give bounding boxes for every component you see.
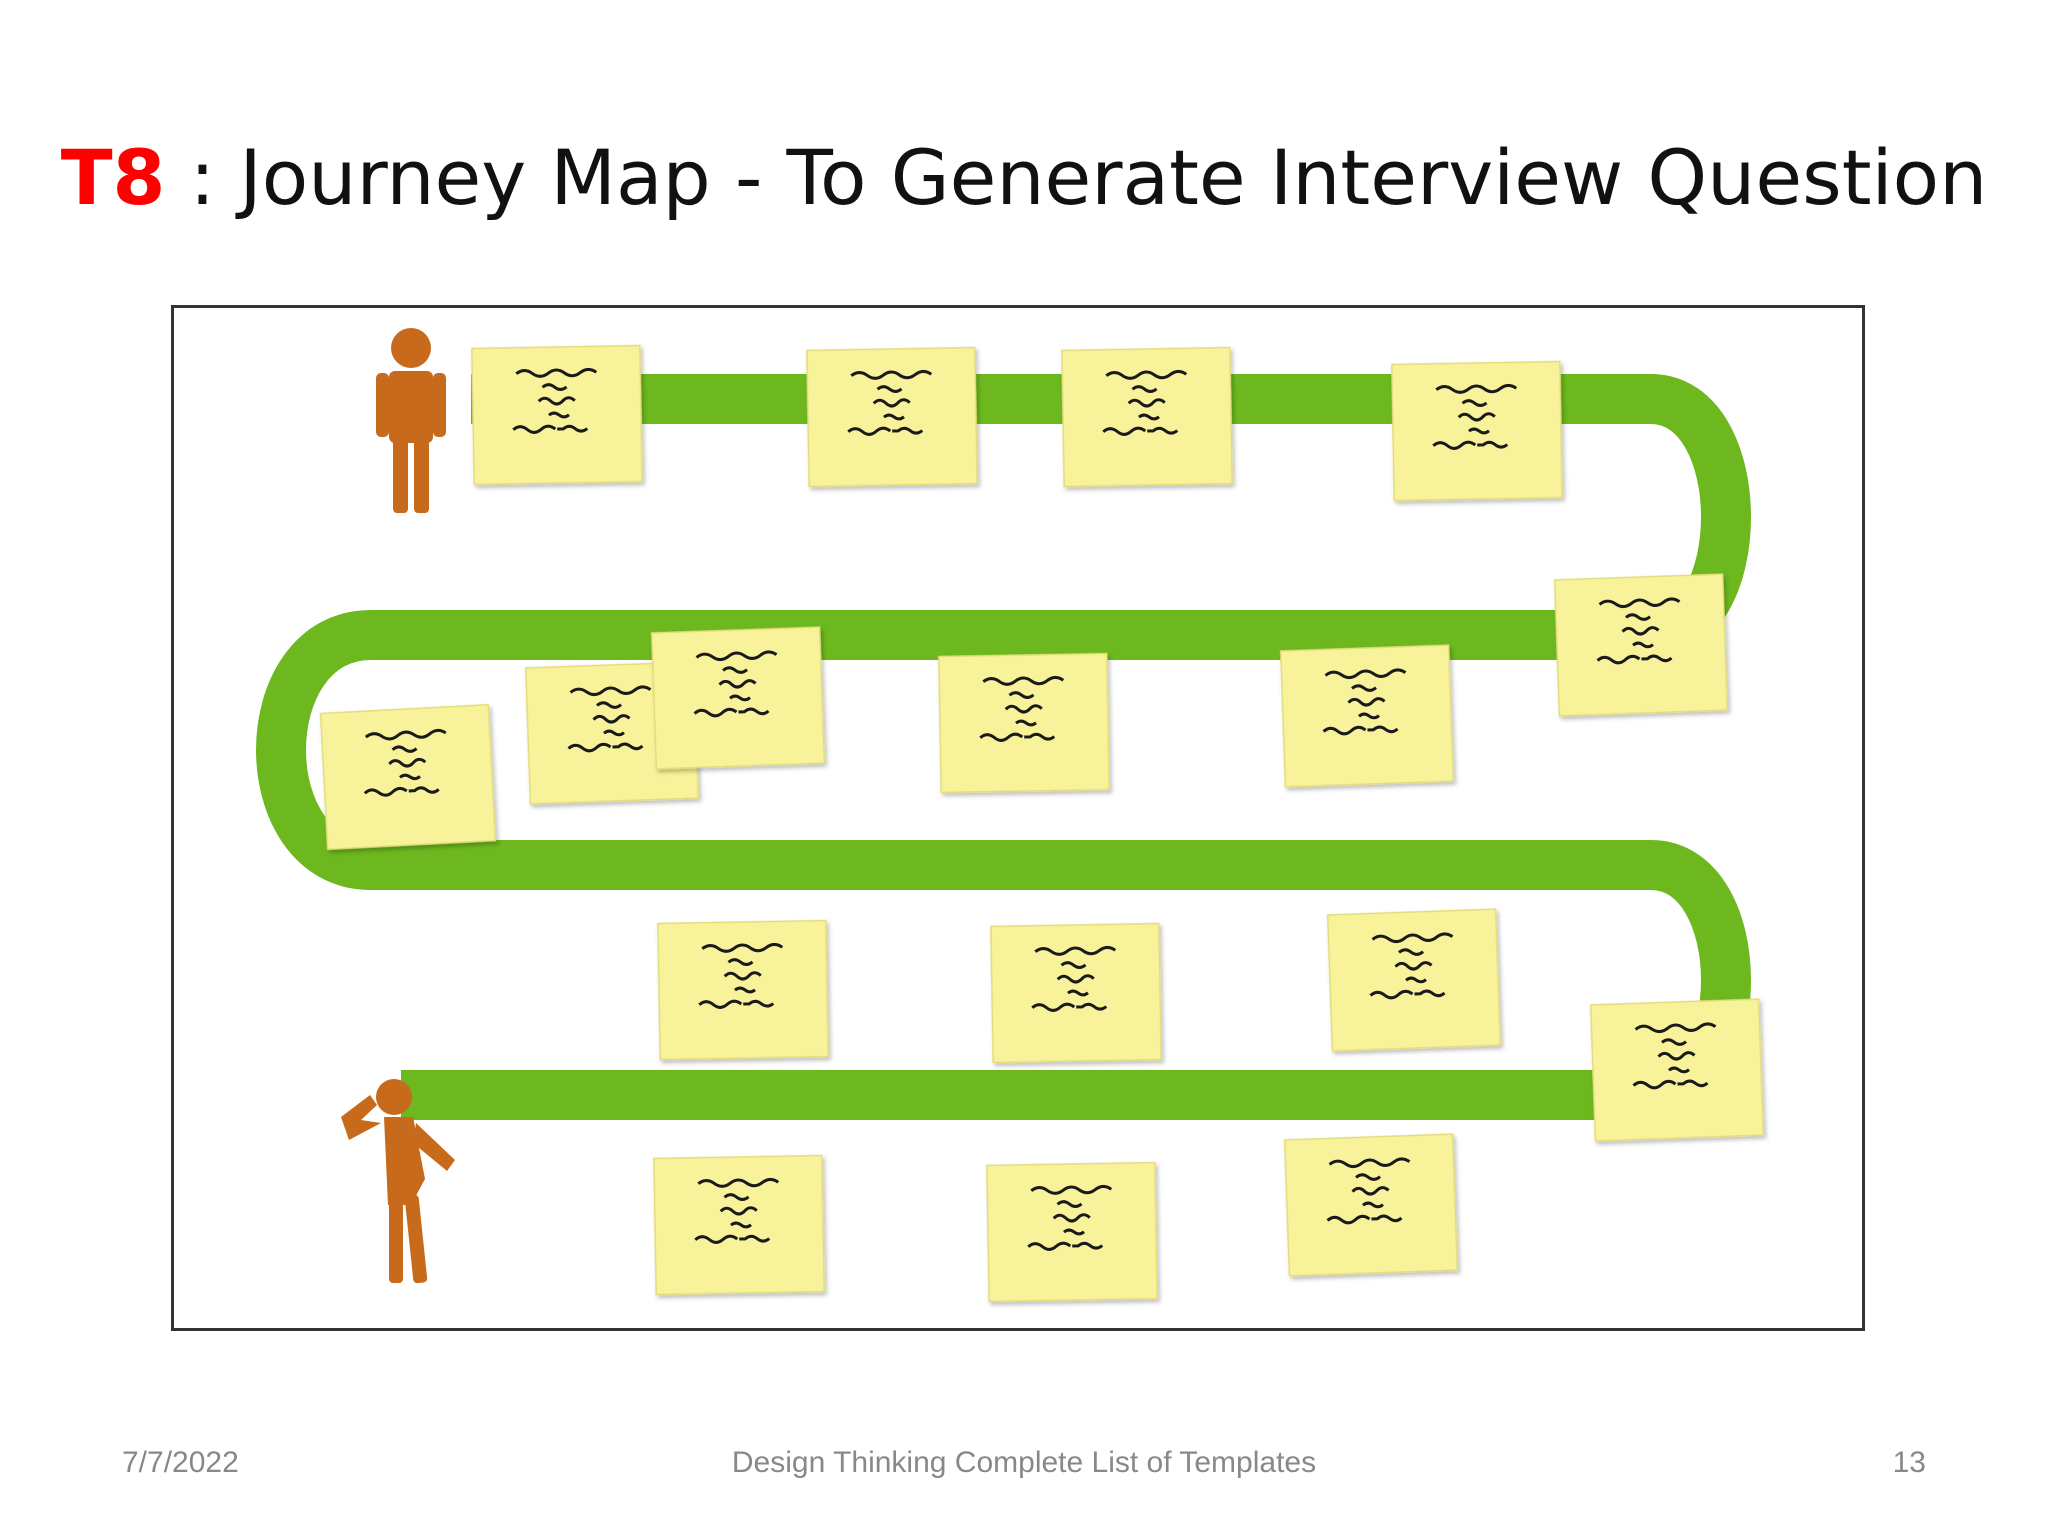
sticky-note [652,627,825,769]
sticky-note [939,654,1109,793]
sticky-note [991,924,1161,1063]
footer-presentation-title: Design Thinking Complete List of Templat… [731,1446,1317,1479]
sticky-note [321,705,496,850]
sticky-note [658,921,828,1060]
sticky-note [1281,645,1454,787]
template-code: T8 [60,133,166,222]
footer-page-number: 13 [1892,1446,1926,1479]
sticky-note [472,346,642,485]
sticky-note [1328,909,1501,1051]
title-text: : Journey Map - To Generate Interview Qu… [165,133,1988,222]
slide-title: T8 : Journey Map - To Generate Interview… [0,140,2048,216]
journey-map-diagram [256,328,1865,1331]
thinking-person-icon [341,1079,455,1284]
sticky-note [1062,348,1232,487]
sticky-note [1555,574,1728,716]
journey-path [256,374,1751,1120]
sticky-note [1392,362,1562,501]
sticky-note [1285,1134,1458,1276]
sticky-note [1591,999,1764,1141]
standing-person-icon [376,328,446,513]
sticky-note [987,1163,1157,1302]
footer-date: 7/7/2022 [122,1446,239,1479]
sticky-note [654,1156,824,1295]
sticky-note [807,348,977,487]
